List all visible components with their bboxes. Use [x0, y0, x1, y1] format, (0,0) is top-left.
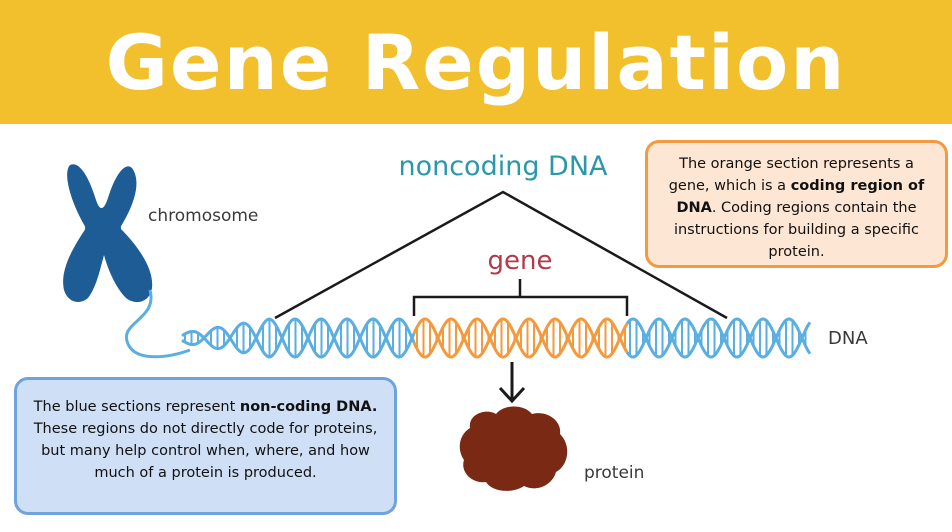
noncoding-dna-bracket — [274, 190, 728, 320]
page-title: Gene Regulation — [105, 17, 847, 107]
chromosome-icon — [63, 164, 153, 303]
gene-label: gene — [488, 246, 553, 276]
gene-callout-text-2: . Coding regions contain the instruction… — [673, 200, 920, 260]
noncoding-callout: The blue sections represent non-coding D… — [14, 377, 397, 515]
noncoding-callout-text-1: The blue sections represent — [33, 399, 240, 415]
dna-strand — [181, 317, 416, 359]
noncoding-callout-text-2: These regions do not directly code for p… — [33, 421, 378, 481]
dna-strand — [181, 317, 416, 359]
gene-callout-bold: coding region of DNA — [676, 178, 925, 216]
chromosome-label: chromosome — [148, 206, 258, 226]
gene-callout: The orange section represents a gene, wh… — [645, 140, 948, 268]
chromosome-tail — [124, 289, 191, 359]
noncoding-dna-left — [181, 317, 416, 359]
noncoding-dna-right — [625, 317, 812, 359]
noncoding-dna-label: noncoding DNA — [398, 151, 608, 182]
gene-dna-segment — [412, 317, 629, 359]
title-banner — [0, 0, 952, 124]
protein-label: protein — [584, 463, 644, 483]
dna-double-helix — [181, 317, 812, 359]
protein-icon — [459, 406, 568, 491]
dna-label: DNA — [828, 328, 868, 349]
gene-bracket — [412, 279, 629, 316]
gene-callout-text-1: The orange section represents a gene, wh… — [668, 156, 914, 194]
down-arrow-icon — [498, 362, 526, 404]
noncoding-callout-bold: non-coding DNA. — [239, 399, 378, 415]
